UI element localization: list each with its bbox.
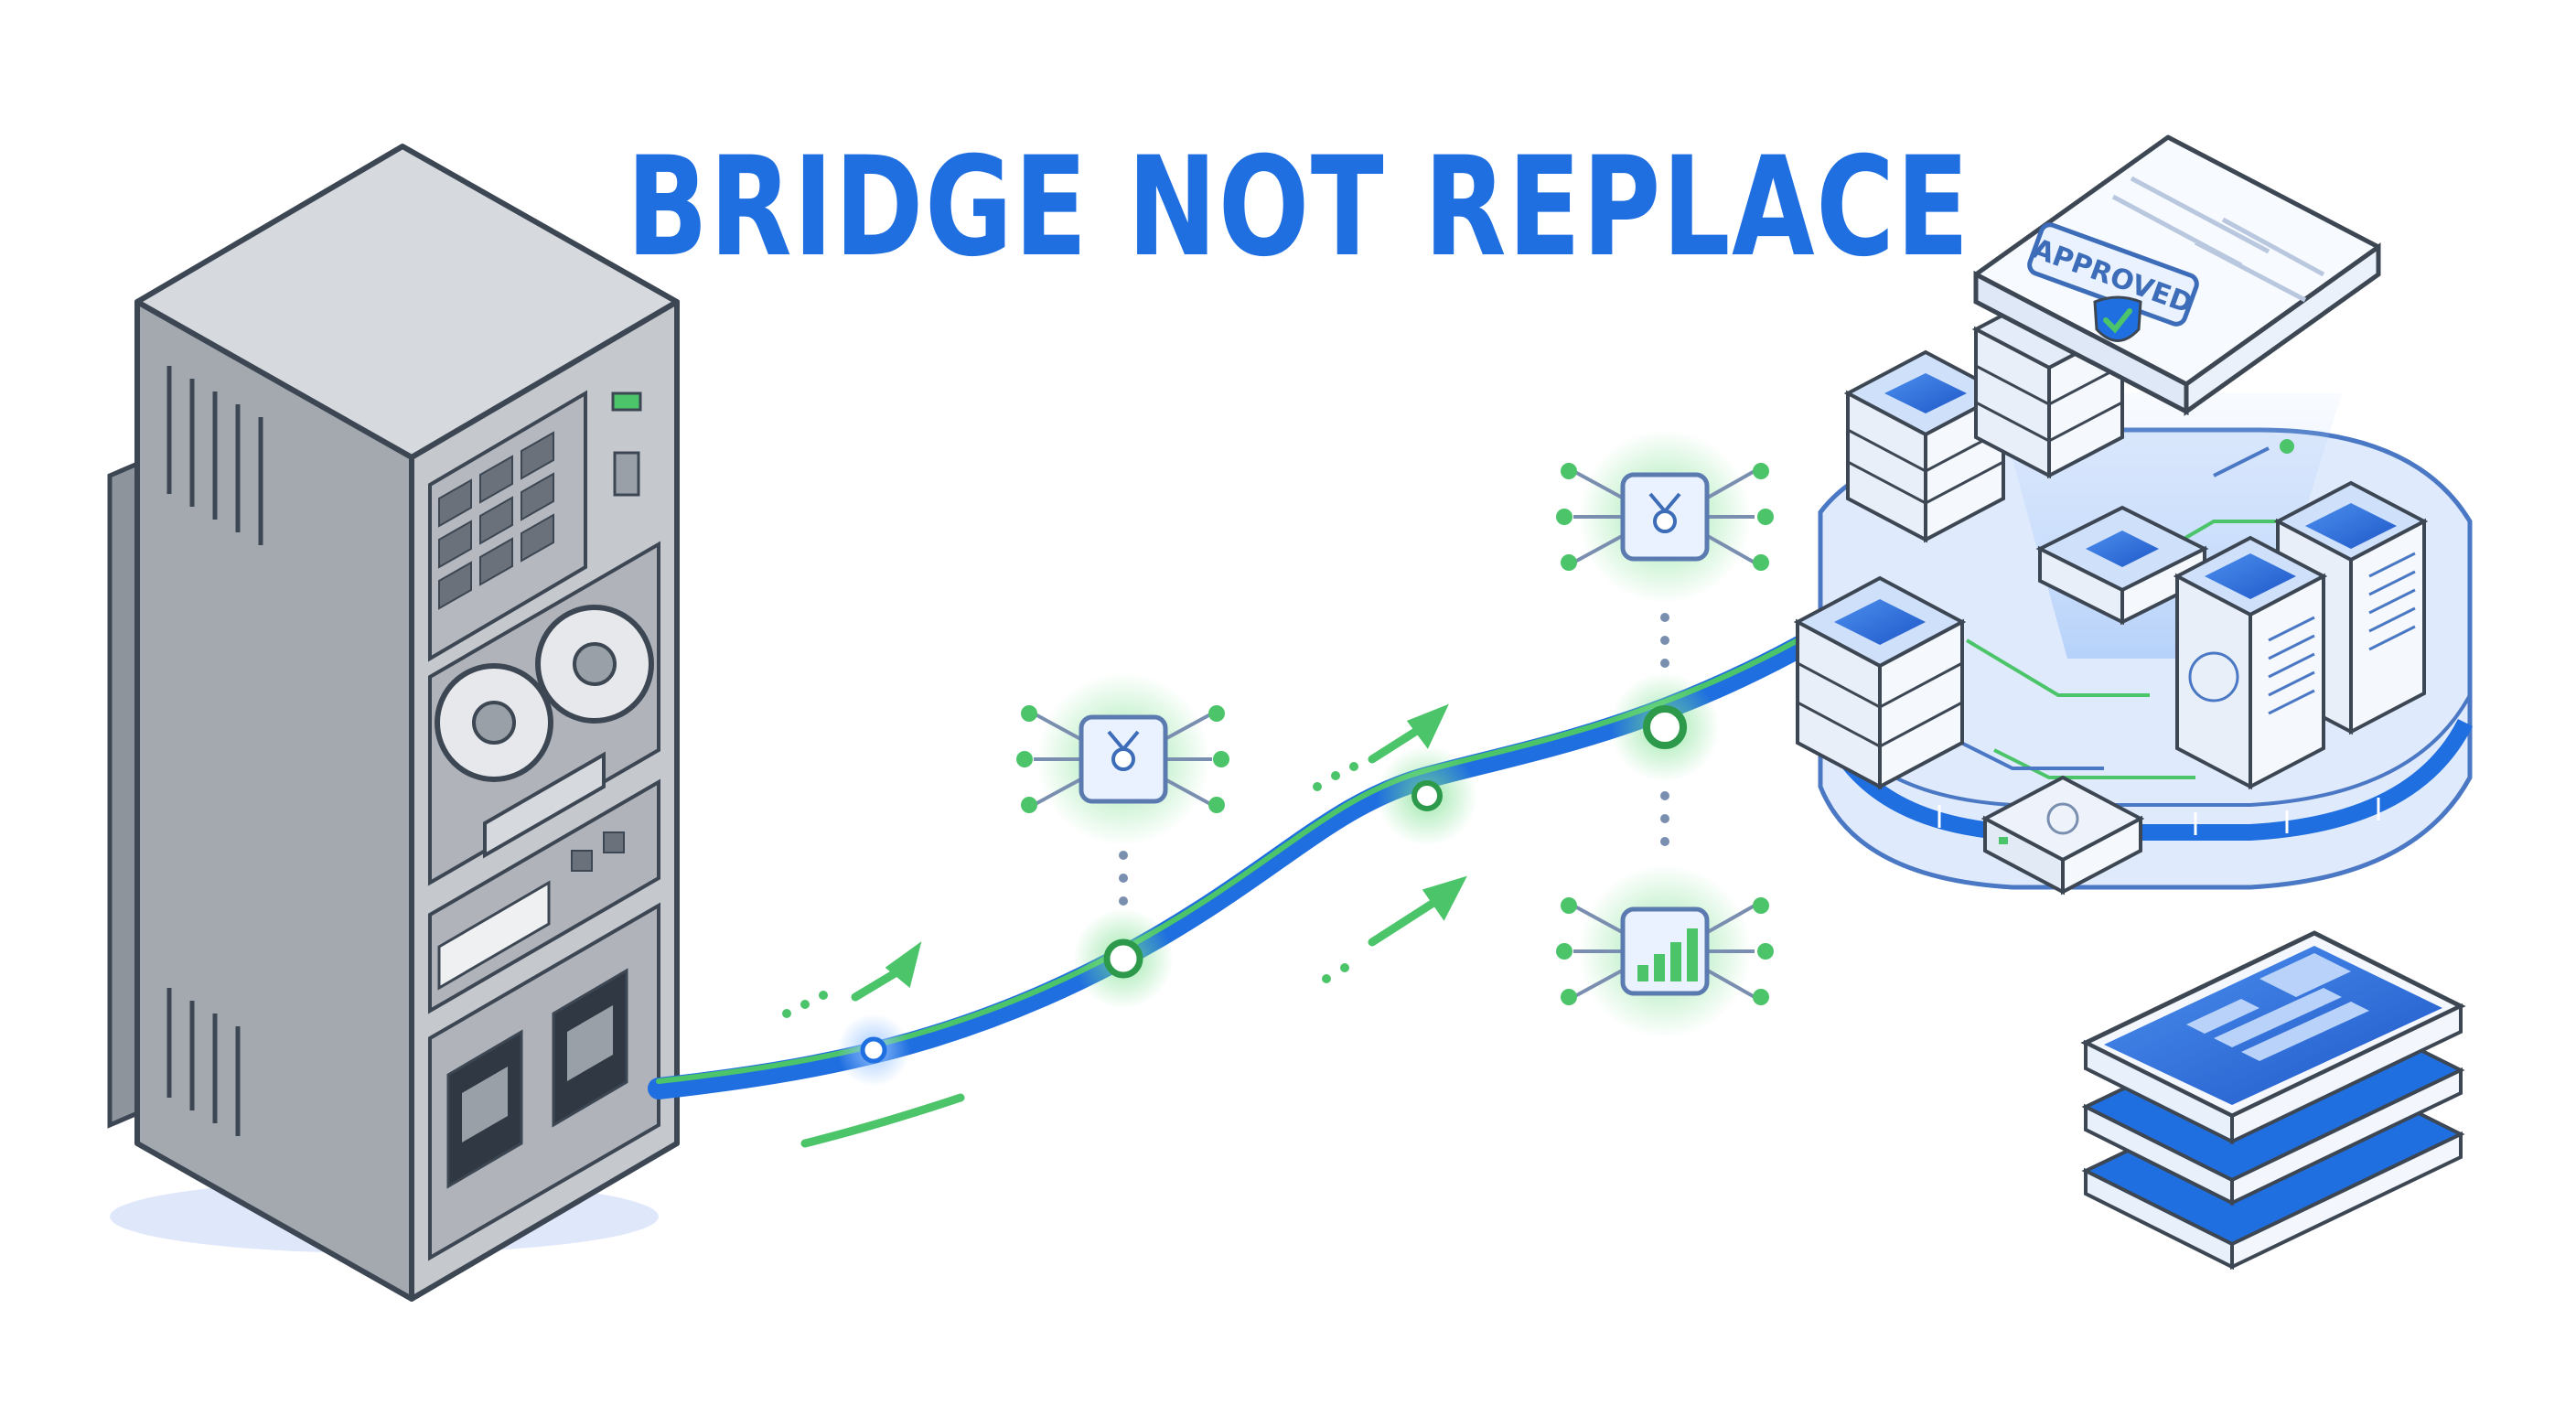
analytics-node-icon <box>1556 864 1774 1038</box>
tape-reel-icon <box>435 605 654 782</box>
tablet-stack-icon <box>2080 930 2466 1271</box>
flow-arrow-icon <box>800 703 1467 1148</box>
integration-node-icon <box>1016 672 1229 846</box>
page-title: BRIDGE NOT REPLACE <box>626 128 1971 287</box>
approved-document-icon: APPROVED <box>1973 134 2381 416</box>
legacy-mainframe-icon <box>107 144 680 1302</box>
power-switch-icon <box>446 968 628 1189</box>
integration-node-icon <box>1556 430 1774 604</box>
bridge-cable <box>648 629 1822 1099</box>
shield-check-icon <box>2093 295 2142 342</box>
